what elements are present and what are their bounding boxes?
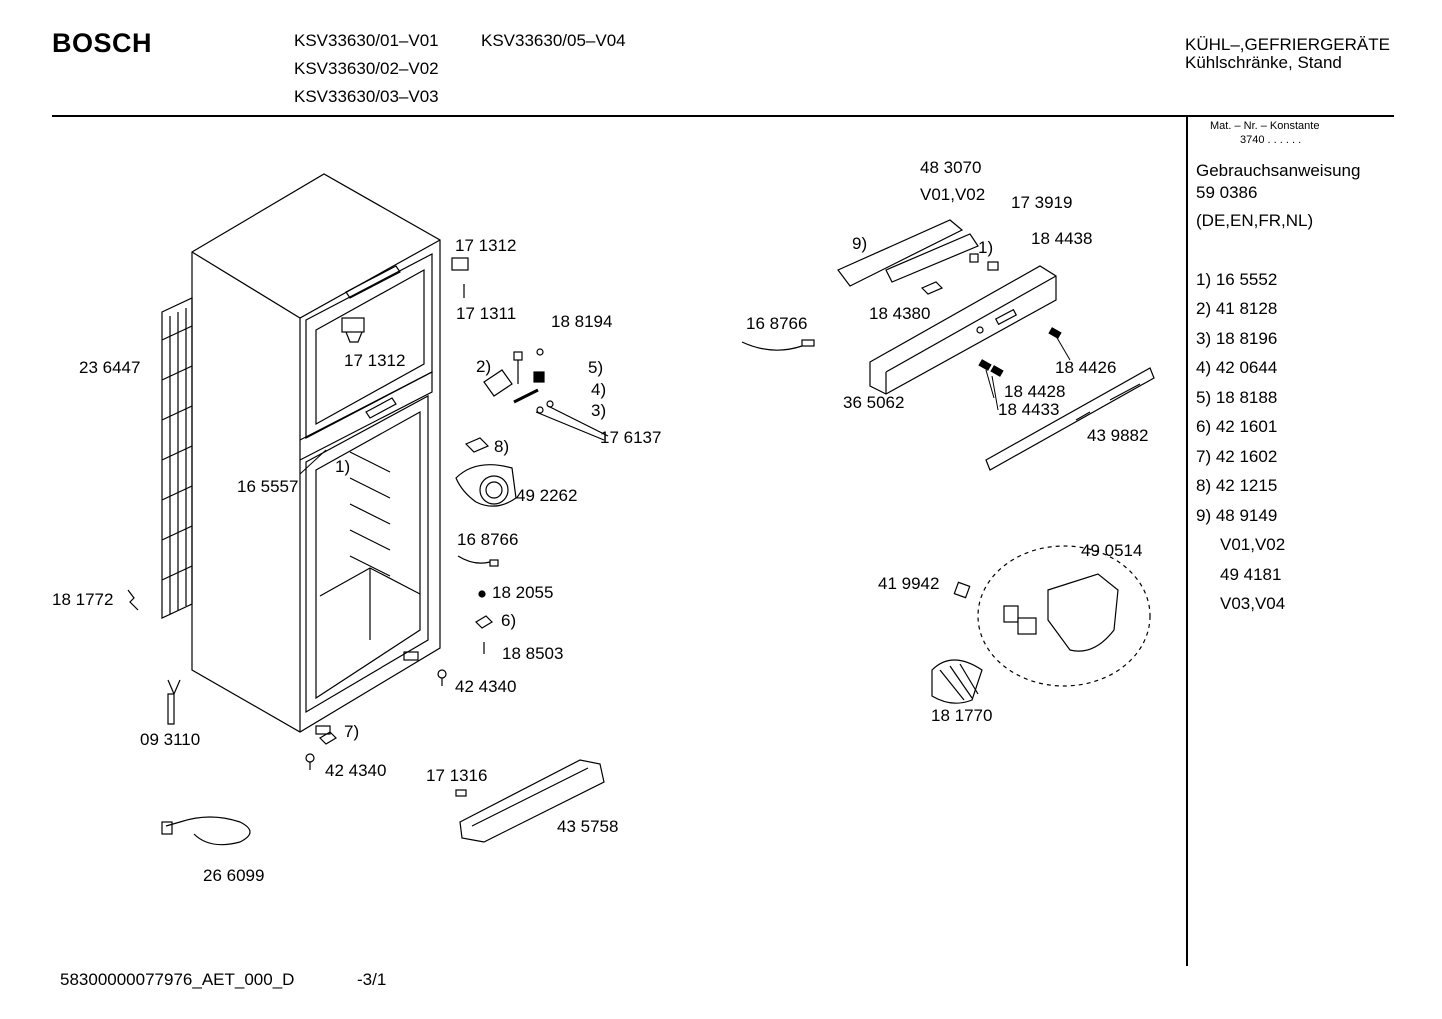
part-label: 43 5758 [557,817,619,836]
part-label: 17 1311 [456,304,517,323]
document-id: 58300000077976_AET_000_D [60,970,295,989]
part-label: 17 3919 [1011,193,1073,212]
mat-nr-label: Mat. – Nr. – Konstante [1210,120,1320,132]
part-label: 18 2055 [492,583,554,602]
manual-number: 59 0386 [1196,183,1258,202]
part-label: 16 5557 [237,477,299,496]
part-label: 18 4428 [1004,382,1066,401]
category-title: KÜHL–,GEFRIERGERÄTE [1185,35,1390,54]
part-label: 4) [591,380,607,399]
part-label: 18 4380 [869,304,931,323]
part-label: 6) [501,611,517,630]
part-label: 5) [588,358,604,377]
leader-lines [299,335,1071,475]
part-label: V01,V02 [920,185,986,204]
part-label: 23 6447 [79,358,141,377]
condenser-drawing [161,297,193,619]
part-label: 49 2262 [516,486,578,505]
footnote-item: 1) 16 5552 [1196,270,1278,289]
manual-languages: (DE,EN,FR,NL) [1196,211,1314,230]
part-label: 48 3070 [920,158,982,177]
part-label: 1) [335,457,351,476]
brand-logo: BOSCH [52,28,153,58]
part-label: 18 8503 [502,644,564,663]
footnote-item: V03,V04 [1220,594,1286,613]
footnote-item: 3) 18 8196 [1196,329,1278,348]
footnote-item: 2) 41 8128 [1196,299,1278,318]
footnote-item: 4) 42 0644 [1196,358,1278,377]
footnote-item: 7) 42 1602 [1196,447,1278,466]
part-label: 26 6099 [203,866,265,885]
footnote-item: V01,V02 [1220,535,1286,554]
footnote-item: 5) 18 8188 [1196,388,1278,407]
footnote-item: 49 4181 [1220,565,1282,584]
part-label: 17 1316 [426,766,488,785]
part-label: 17 6137 [600,428,662,447]
footnote-item: 6) 42 1601 [1196,417,1278,436]
fridge-cabinet-drawing [191,173,441,735]
part-label: 18 4433 [998,400,1060,419]
footnote-item: 9) 48 9149 [1196,506,1278,525]
model-number: KSV33630/02–V02 [294,59,439,78]
part-label: 18 1772 [52,590,114,609]
part-label: 18 8194 [551,312,613,331]
part-label: 42 4340 [455,677,517,696]
part-label: 17 1312 [455,236,517,255]
part-label: 17 1312 [344,351,406,370]
part-label: 2) [476,357,492,376]
manual-title: Gebrauchsanweisung [1196,161,1361,180]
part-label: 18 1770 [931,706,993,725]
model-number: KSV33630/05–V04 [481,31,626,50]
sidebar-divider [1186,116,1188,966]
part-label: 9) [852,234,868,253]
mat-nr-value: 3740 . . . . . . [1240,134,1302,146]
part-label: 41 9942 [878,574,940,593]
part-label: 49 0514 [1081,541,1143,560]
header-divider [52,115,1394,117]
part-label: 42 4340 [325,761,387,780]
part-label: 09 3110 [140,730,201,749]
part-label: 18 4438 [1031,229,1093,248]
small-parts-drawing [127,219,1155,846]
footnote-item: 8) 42 1215 [1196,476,1278,495]
part-label: 18 4426 [1055,358,1117,377]
part-label: 16 8766 [746,314,808,333]
part-label: 8) [494,437,510,456]
part-label: 16 8766 [457,530,519,549]
part-label: 1) [978,238,994,257]
part-label: 36 5062 [843,393,905,412]
part-label: 43 9882 [1087,426,1149,445]
model-number: KSV33630/03–V03 [294,87,439,106]
model-number: KSV33630/01–V01 [294,31,439,50]
part-label: 3) [591,401,607,420]
page-number: -3/1 [357,970,387,989]
part-label: 7) [344,722,360,741]
category-subtitle: Kühlschränke, Stand [1185,53,1342,72]
